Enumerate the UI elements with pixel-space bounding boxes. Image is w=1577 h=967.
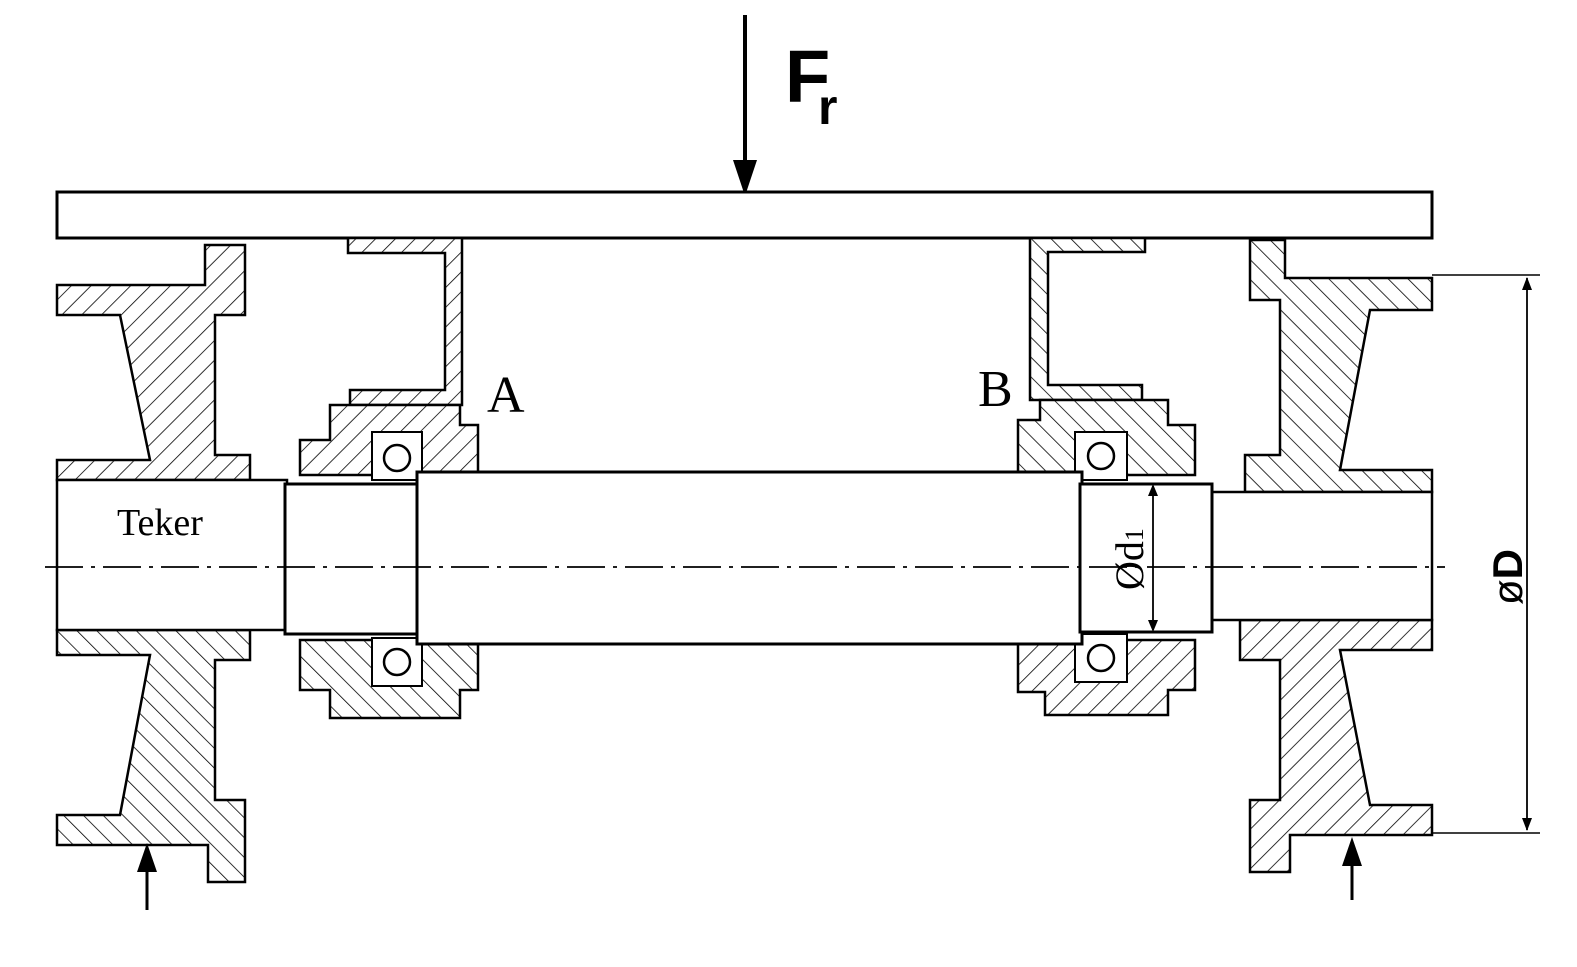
left-wheel [55, 243, 289, 884]
right-bracket [1028, 236, 1147, 402]
right-wheel [1210, 238, 1434, 874]
d1-dimension [1148, 484, 1158, 632]
force-label-subscript: r [818, 79, 837, 135]
d1-label: Ød1 [1107, 528, 1152, 590]
left-bracket [346, 236, 464, 407]
shaft [283, 470, 1214, 646]
D-label: øD [1484, 549, 1531, 605]
wheel-label: Teker [117, 502, 203, 544]
bearing-b-housing [1016, 398, 1197, 717]
force-label: F [785, 35, 830, 118]
bearing-b-label: B [978, 361, 1013, 418]
right-reaction-arrow [1342, 837, 1362, 900]
bearing-a-housing [298, 403, 480, 720]
load-plate [55, 190, 1434, 240]
D-dimension [1432, 274, 1540, 834]
force-arrow [733, 15, 757, 196]
bearing-a-label: A [487, 367, 525, 424]
left-reaction-arrow [137, 843, 157, 910]
